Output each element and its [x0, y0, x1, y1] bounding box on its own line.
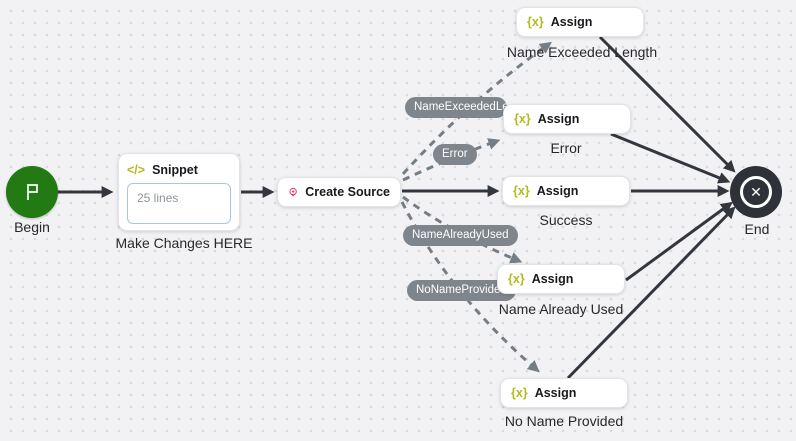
create-source-node[interactable]: Create Source [277, 177, 401, 207]
assign-node-name-exceeded-length[interactable]: {x} Assign [516, 7, 644, 37]
snippet-node-sublabel: Make Changes HERE [115, 235, 253, 251]
snippet-node[interactable]: </> Snippet 25 lines [118, 153, 240, 231]
assign-error-sublabel: Error [550, 140, 582, 156]
flag-icon [27, 184, 38, 200]
assign-node-title: Assign [550, 15, 593, 29]
edge-assign-error-to-end[interactable] [610, 132, 731, 184]
assign-node-title: Assign [536, 184, 579, 198]
assign-node-title: Assign [531, 272, 574, 286]
assign-name-exceeded-sublabel: Name Exceeded Length [506, 44, 658, 60]
edge-label-error[interactable]: Error [433, 144, 477, 165]
braces-x-icon: {x} [514, 112, 531, 126]
assign-node-error[interactable]: {x} Assign [503, 104, 631, 134]
begin-node[interactable] [6, 166, 58, 218]
edge-assign-no-name-provided-to-end[interactable] [566, 206, 736, 380]
end-node-label: End [744, 221, 770, 237]
assign-success-sublabel: Success [539, 212, 593, 228]
braces-x-icon: {x} [527, 15, 544, 29]
snippet-lines-box[interactable]: 25 lines [127, 183, 231, 224]
braces-x-icon: {x} [511, 386, 528, 400]
end-node[interactable]: ✕ [730, 166, 782, 218]
edge-assign-name-already-used-to-end[interactable] [625, 201, 733, 282]
assign-name-already-used-sublabel: Name Already Used [498, 301, 624, 317]
assign-node-title: Assign [537, 112, 580, 126]
assign-no-name-provided-sublabel: No Name Provided [504, 413, 624, 429]
edge-create-source-to-name-already-used[interactable] [402, 195, 523, 264]
create-source-node-title: Create Source [305, 185, 390, 199]
snippet-node-title: Snippet [152, 163, 198, 177]
edge-assign-name-exceeded-to-end[interactable] [598, 35, 736, 173]
begin-node-label: Begin [14, 219, 50, 235]
pin-plus-icon [289, 187, 297, 197]
edge-label-no-name-provided[interactable]: NoNameProvided [407, 280, 516, 301]
braces-x-icon: {x} [513, 184, 530, 198]
assign-node-name-already-used[interactable]: {x} Assign [497, 264, 625, 294]
braces-x-icon: {x} [508, 272, 525, 286]
edge-create-source-to-name-exceeded[interactable] [401, 41, 552, 176]
edge-create-source-to-error[interactable] [402, 138, 501, 182]
assign-node-title: Assign [534, 386, 577, 400]
assign-node-success[interactable]: {x} Assign [502, 176, 630, 206]
close-icon: ✕ [750, 184, 762, 200]
assign-node-no-name-provided[interactable]: {x} Assign [500, 378, 628, 408]
code-icon: </> [127, 163, 146, 177]
edge-label-name-already-used[interactable]: NameAlreadyUsed [403, 225, 518, 246]
snippet-node-header: </> Snippet [127, 163, 231, 177]
end-node-ring: ✕ [740, 176, 772, 208]
